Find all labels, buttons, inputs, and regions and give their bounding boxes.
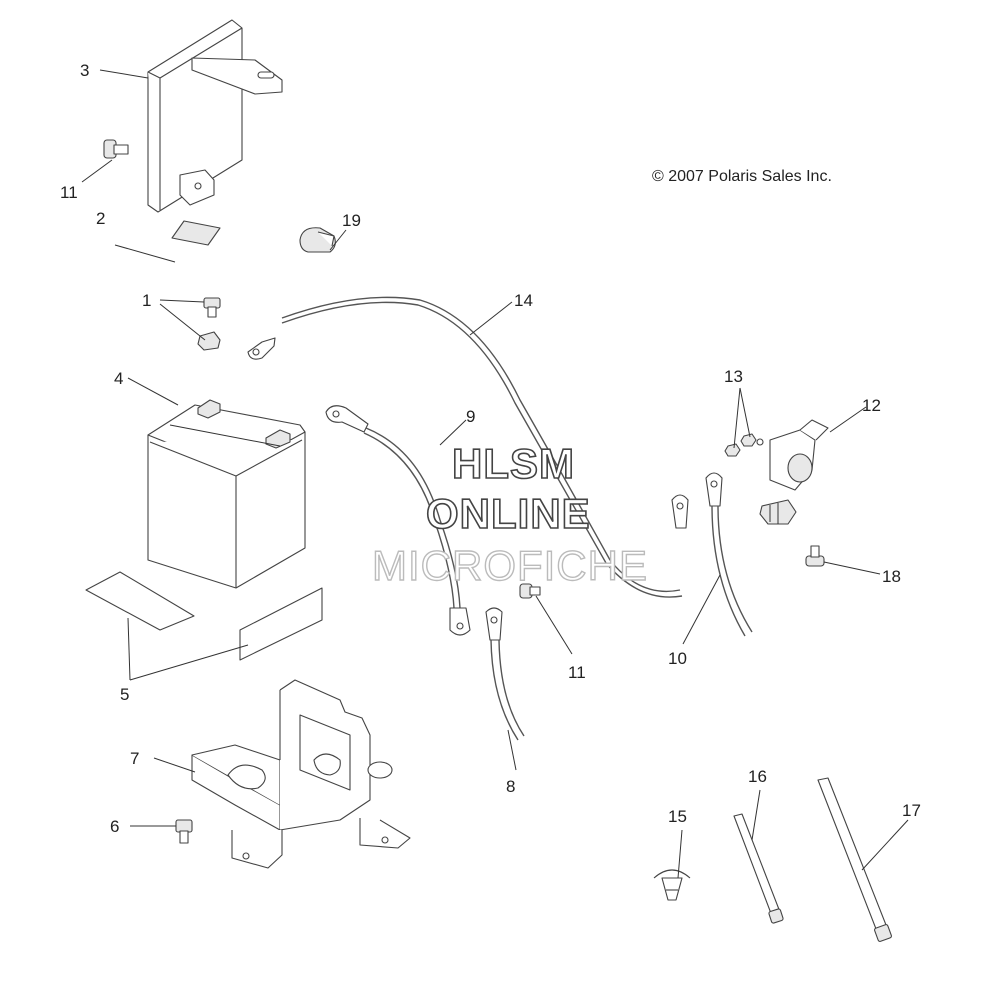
part-16-cable-tie — [733, 813, 784, 924]
callout-15: 15 — [668, 807, 687, 826]
part-9-cable — [325, 405, 471, 636]
callout-13: 13 — [724, 367, 743, 386]
callout-7: 7 — [130, 749, 139, 768]
part-12-solenoid — [756, 419, 829, 525]
callout-4: 4 — [114, 369, 123, 388]
callout-19: 19 — [342, 211, 361, 230]
watermark-line-1: HLSM — [452, 440, 575, 487]
callout-6: 6 — [110, 817, 119, 836]
callout-3: 3 — [80, 61, 89, 80]
copyright-notice: © 2007 Polaris Sales Inc. — [652, 168, 832, 185]
watermark-line-2: ONLINE — [426, 490, 591, 537]
part-18-bolt — [805, 545, 825, 567]
part-10-cable — [671, 472, 753, 637]
part-6-bolt — [175, 819, 193, 844]
callout-11-upper: 11 — [60, 183, 78, 202]
part-3-hold-down-bracket — [147, 19, 283, 213]
watermark-line-3: MICROFICHE — [372, 542, 648, 589]
part-1-bolt-and-nut — [197, 297, 221, 351]
callout-17: 17 — [902, 801, 921, 820]
part-11-bolt-upper — [103, 139, 129, 159]
part-4-battery — [147, 399, 306, 589]
callout-9: 9 — [466, 407, 475, 426]
part-2-pad — [171, 220, 221, 246]
leader-lines — [81, 69, 909, 879]
part-8-cable — [485, 607, 525, 741]
part-5-decals — [85, 571, 323, 661]
watermark: HLSM ONLINE MICROFICHE — [371, 439, 648, 590]
callout-18: 18 — [882, 567, 901, 586]
part-19-terminal-cap — [299, 227, 336, 253]
callout-10: 10 — [668, 649, 687, 668]
callout-8: 8 — [506, 777, 515, 796]
callout-1: 1 — [142, 291, 151, 310]
part-11-bolt-middle — [519, 583, 541, 599]
callout-5: 5 — [120, 685, 129, 704]
part-15-clip — [653, 869, 691, 901]
part-14-cable — [281, 296, 681, 593]
callout-14: 14 — [514, 291, 533, 310]
terminal-lug — [247, 337, 276, 360]
callout-12: 12 — [862, 396, 881, 415]
callout-16: 16 — [748, 767, 767, 786]
callout-2: 2 — [96, 209, 105, 228]
part-7-battery-tray — [191, 679, 411, 869]
part-17-cable-tie — [817, 777, 892, 942]
part-13-nuts — [724, 433, 757, 457]
callout-labels: 3 11 2 19 1 14 4 9 13 12 18 10 11 5 7 8 … — [60, 61, 921, 836]
callout-11-middle: 11 — [568, 663, 586, 682]
